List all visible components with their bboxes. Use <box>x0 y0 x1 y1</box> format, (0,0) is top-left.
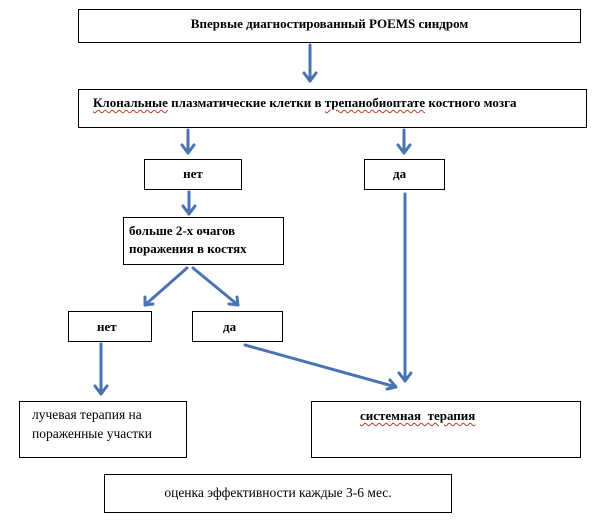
node-yes-clonal: да <box>364 159 445 190</box>
arrow-no-to-radiation <box>93 342 109 396</box>
arrow-clonal-to-yes <box>396 128 412 155</box>
node-clonal-label-part2: плазматические клетки в <box>167 95 325 110</box>
arrow-yes-clonal-to-systemic <box>397 192 413 383</box>
node-clonal-plasma-cells: Клональные плазматические клетки в трепа… <box>78 89 587 128</box>
node-no-clonal: нет <box>144 159 242 190</box>
node-no-clonal-label: нет <box>183 166 203 181</box>
node-bone-foci: больше 2-х очагов поражения в костях <box>123 217 284 265</box>
node-systemic-therapy: системная терапия <box>311 401 581 458</box>
node-bone-foci-line1: больше 2-х очагов <box>129 223 236 238</box>
node-yes-clonal-label: да <box>393 166 407 181</box>
node-radiation-line2: пораженные участки <box>32 426 152 441</box>
node-no-foci-label: нет <box>97 319 117 334</box>
node-yes-foci: да <box>192 311 283 342</box>
node-poems-diagnosed-label: Впервые диагностированный POEMS синдром <box>190 16 469 31</box>
arrow-foci-to-yes <box>191 266 240 307</box>
node-bone-foci-line2: поражения в костях <box>129 241 247 256</box>
node-poems-diagnosed: Впервые диагностированный POEMS синдром <box>78 9 581 43</box>
node-yes-foci-label: да <box>223 319 237 334</box>
node-clonal-label-part4: костного мозга <box>425 95 517 110</box>
node-clonal-label-part1: Клональные <box>93 95 168 110</box>
node-radiation-line1: лучевая терапия на <box>32 407 142 422</box>
node-efficacy-evaluation: оценка эффективности каждые 3-6 мес. <box>104 474 452 513</box>
node-efficacy-evaluation-label: оценка эффективности каждые 3-6 мес. <box>164 485 392 500</box>
arrow-clonal-to-no <box>180 128 196 155</box>
arrow-yes-foci-to-systemic <box>243 343 398 391</box>
node-systemic-label: системная терапия <box>360 408 476 423</box>
node-radiation-therapy: лучевая терапия на пораженные участки <box>19 401 187 458</box>
arrow-title-to-clonal <box>302 43 318 83</box>
arrow-no-to-foci <box>181 190 197 216</box>
node-clonal-label-part3: трепанобиоптате <box>324 95 426 110</box>
node-no-foci: нет <box>68 311 152 342</box>
arrow-foci-to-no <box>143 266 189 307</box>
